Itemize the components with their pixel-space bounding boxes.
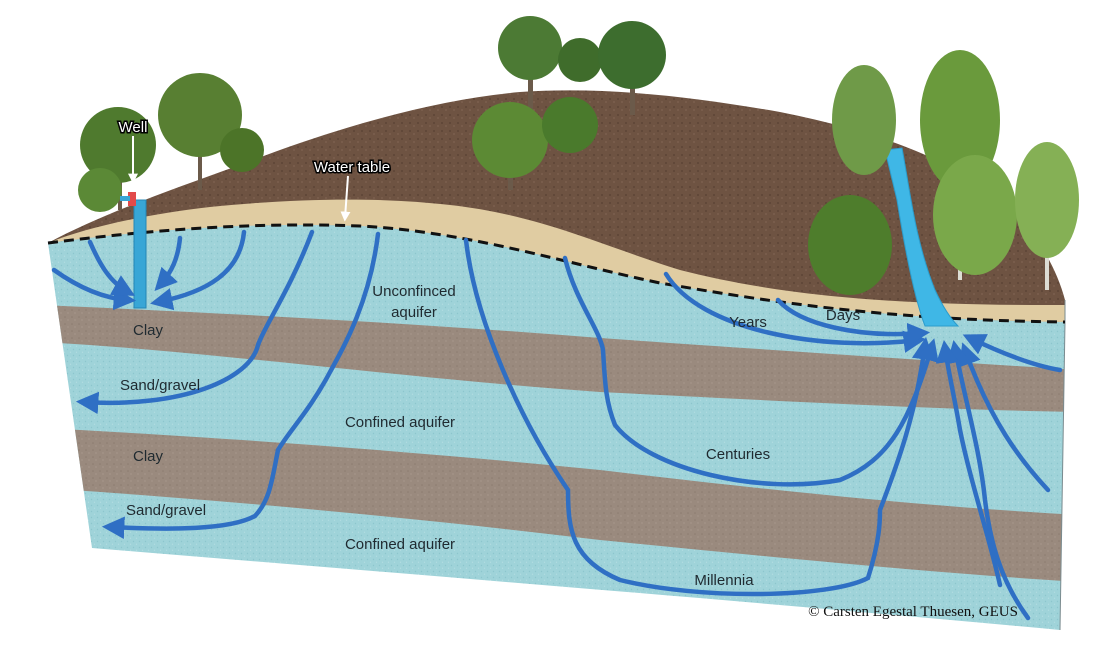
arrow-icon	[663, 271, 927, 353]
arrow-icon	[154, 235, 183, 291]
unconfined-aquifer-label-line1: Unconfinced	[372, 283, 455, 300]
tree-icon	[472, 97, 598, 190]
arrow-icon	[463, 237, 935, 597]
confined-aquifer-lower-label: Confined aquifer	[345, 536, 455, 553]
sand-gravel-lower-label: Sand/gravel	[126, 502, 206, 519]
tree-icon	[808, 195, 892, 295]
water-table-label: Water table	[314, 159, 390, 176]
clay-lower-label: Clay	[133, 448, 164, 465]
arrow-icon	[946, 340, 1031, 621]
arrow-icon	[562, 255, 939, 487]
tree-icon	[498, 16, 602, 120]
stream	[884, 147, 960, 327]
credit-text: © Carsten Egestal Thuesen, GEUS	[808, 604, 1018, 620]
sand-layer	[48, 199, 1065, 322]
well-label: Well	[119, 119, 148, 136]
sand-gravel-upper-label: Sand/gravel	[120, 377, 200, 394]
tree-icon	[920, 50, 1017, 280]
arrow-icon	[101, 231, 381, 539]
tree-icon	[78, 107, 156, 212]
clay-layer-lower	[48, 428, 1065, 582]
confined-aquifer-upper-label: Confined aquifer	[345, 414, 455, 431]
centuries-label: Centuries	[706, 446, 770, 463]
arrow-icon	[775, 297, 931, 346]
unconfined-aquifer-label-line2: aquifer	[391, 304, 437, 321]
tree-icon	[598, 21, 666, 115]
hill-surface	[48, 90, 1065, 322]
arrow-icon	[51, 267, 137, 311]
clay-layer-upper	[48, 305, 1065, 412]
flow-arrows	[51, 229, 1063, 621]
tree-icon	[158, 73, 264, 190]
water-table-pointer	[340, 175, 351, 222]
years-label: Years	[729, 314, 767, 331]
clay-upper-label: Clay	[133, 322, 164, 339]
days-label: Days	[826, 307, 860, 324]
arrow-icon	[962, 334, 1063, 373]
arrow-icon	[150, 229, 247, 311]
tree-icon	[832, 65, 896, 175]
water-table-line	[47, 223, 1066, 324]
millennia-label: Millennia	[694, 572, 754, 589]
arrow-icon	[87, 239, 136, 296]
arrow-icon	[75, 229, 315, 415]
arrow-icon	[935, 339, 1003, 588]
tree-icon	[1015, 142, 1079, 290]
arrow-icon	[959, 342, 1051, 493]
well-icon	[120, 192, 147, 309]
trees	[78, 16, 1079, 295]
